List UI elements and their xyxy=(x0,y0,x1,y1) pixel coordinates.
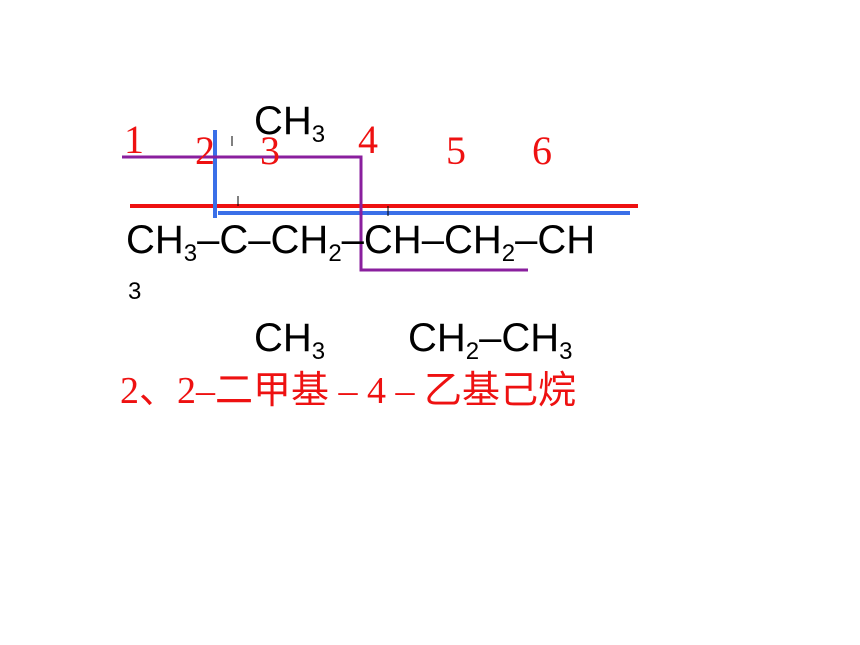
carbon-number-1: 1 xyxy=(124,117,144,162)
carbon-number-4: 4 xyxy=(358,117,378,162)
main-ch2b: CH xyxy=(443,218,502,262)
main-dash-end: –CH xyxy=(515,218,596,262)
main-ch2a: CH xyxy=(270,218,329,262)
bottom-methyl-group: CH3 xyxy=(254,318,325,364)
main-ch3: CH xyxy=(126,218,184,262)
carbon-number-6: 6 xyxy=(532,128,552,173)
ethyl-ch: CH xyxy=(408,316,466,360)
top-methyl-ch: CH xyxy=(254,99,312,143)
compound-name: 2、2–二甲基 – 4 – 乙基己烷 xyxy=(120,370,577,412)
carbon-number-2: 2 xyxy=(195,128,215,173)
bottom-methyl-sub: 3 xyxy=(311,338,326,365)
ethyl-dash-ch: –CH xyxy=(479,316,560,360)
ethyl-sub2: 3 xyxy=(559,338,573,365)
ethyl-sub: 2 xyxy=(465,338,480,365)
main-dash-ch: –CH– xyxy=(341,218,444,262)
main-ch2b-sub: 2 xyxy=(501,240,516,267)
top-methyl-group: CH3 xyxy=(254,101,325,147)
main-dash-c: –C– xyxy=(197,218,271,262)
main-ch3-sub: 3 xyxy=(183,240,198,267)
carbon-number-5: 5 xyxy=(446,128,466,173)
bottom-methyl-ch: CH xyxy=(254,316,312,360)
wrapped-subscript-3: 3 xyxy=(128,278,142,305)
top-methyl-sub: 3 xyxy=(311,121,326,148)
main-ch2a-sub: 2 xyxy=(328,240,342,267)
ethyl-group: CH2–CH3 xyxy=(408,318,573,364)
purple-chain-path xyxy=(122,155,528,272)
main-chain-formula: CH3–C–CH2–CH–CH2–CH xyxy=(126,220,595,266)
carbon-number-3: 3 xyxy=(260,128,280,173)
